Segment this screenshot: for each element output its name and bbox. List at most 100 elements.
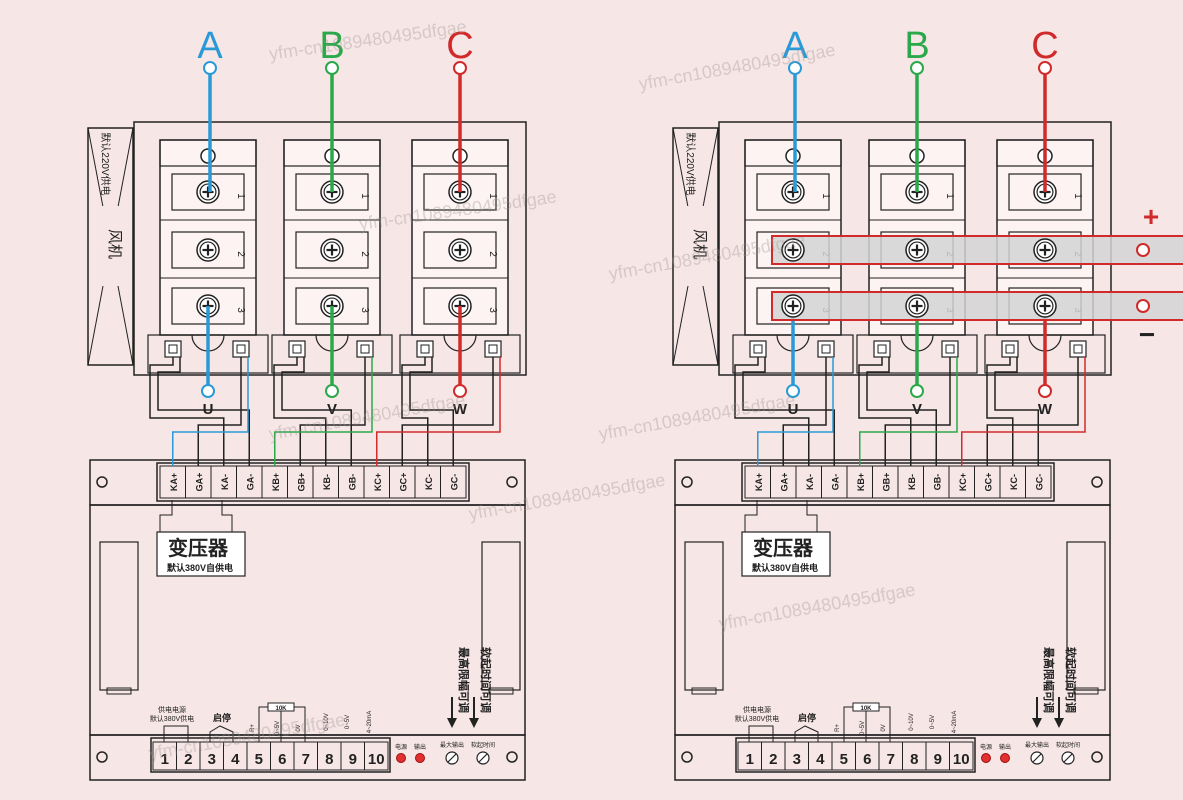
terminal-block (171, 173, 245, 211)
gate-terminal-pin (236, 344, 246, 354)
board-mount-hole-icon (681, 476, 693, 488)
knob-label: 软起时间 (1056, 741, 1080, 749)
input-terminal-icon (203, 61, 217, 75)
board-bottom-rail (89, 734, 526, 781)
gate-terminal-icon (1001, 340, 1019, 358)
gate-terminal-icon (416, 340, 434, 358)
control-terminal-number: 8 (325, 751, 333, 768)
output-terminal-icon (910, 384, 924, 398)
gate-wire (994, 357, 1039, 466)
startstop-switch (794, 725, 819, 742)
signal-label: 4~20mA (952, 711, 958, 734)
control-terminal-number: 6 (863, 751, 871, 768)
status-led-icon (981, 753, 991, 763)
control-terminal-number: 2 (769, 751, 777, 768)
gate-wire-colored (757, 357, 834, 466)
transformer-note: 默认380V自供电 (752, 562, 818, 573)
screw-ring (784, 183, 802, 201)
supply-note: 默认380V供电 (150, 714, 194, 723)
control-terminal-strip (735, 737, 976, 773)
terminal-label: GB- (347, 474, 357, 491)
output-terminal-icon (201, 384, 215, 398)
transformer-note: 默认380V自供电 (167, 562, 233, 573)
phase-wire-right-3: CW (1031, 25, 1058, 418)
screw-ring (1036, 241, 1054, 259)
gate-wire (742, 357, 835, 466)
startstop-label: 启停 (213, 712, 231, 723)
pot-pin-label: 0~5V (860, 721, 866, 735)
mount-hole-icon (785, 148, 801, 164)
terminal-number: 1 (944, 193, 955, 199)
terminal-label: GC+ (983, 473, 993, 492)
screw-ring (199, 241, 217, 259)
adjust-arrow-icon (1054, 718, 1064, 728)
knob-label: 最大输出 (1025, 741, 1049, 749)
heatsink-slot (99, 541, 139, 691)
fan-label: 风机 (106, 229, 123, 259)
potentiometer-label: 10K (275, 706, 287, 712)
heatsink-enclosure (133, 121, 527, 376)
left-panel: 默认220V供电风机123123123AUBVCWKA+GA+KA-GA-KB+… (87, 25, 527, 781)
control-terminal-number: 10 (953, 751, 970, 768)
terminal-number: 3 (359, 307, 370, 313)
thyristor-module-left-1: 123 (147, 139, 269, 374)
phase-label: C (446, 25, 473, 67)
gate-terminal-pin (360, 344, 370, 354)
adjust-arrow-icon (447, 718, 457, 728)
terminal-label: KA+ (754, 473, 764, 491)
transformer-lead (159, 500, 173, 532)
board-mount-hole-icon (1091, 751, 1103, 763)
startstop-switch (209, 725, 234, 742)
gate-terminal-icon (232, 340, 250, 358)
signal-label: 0~10V (324, 713, 330, 731)
terminal-label: GC- (449, 474, 459, 491)
pot-pin-label: 0~5V (275, 721, 281, 735)
gate-wire-colored (859, 357, 958, 466)
gate-wire (401, 357, 494, 466)
adjust-label: 软起时间可调 (1064, 647, 1078, 713)
screw-terminal-icon (320, 238, 344, 262)
gate-terminal-icon (749, 340, 767, 358)
adjust-arrow-icon (469, 718, 479, 728)
board-mount-hole-icon (506, 751, 518, 763)
terminal-label: KA- (805, 474, 815, 490)
pot-lead (294, 706, 306, 742)
signal-label: 0~5V (930, 715, 936, 729)
screw-terminal-icon (1033, 238, 1057, 262)
gate-terminal-pin (420, 344, 430, 354)
control-terminal-number: 3 (208, 751, 216, 768)
fan-voltage-note: 默认220V供电 (99, 132, 112, 195)
supply-note: 默认380V供电 (735, 714, 779, 723)
right-panel: 默认220V供电风机123123123AUBVCW+−KA+GA+KA-GA-K… (672, 25, 1183, 781)
phase-label: C (1031, 25, 1058, 67)
control-terminal-number: 4 (816, 751, 825, 768)
supply-bracket (163, 725, 189, 742)
led-label: 电源 (980, 743, 992, 751)
control-terminal-number: 9 (349, 751, 357, 768)
board-bottom-rail (674, 734, 1111, 781)
terminal-label: KB- (322, 474, 332, 490)
terminal-label: KC- (424, 474, 434, 490)
gate-wire-colored (961, 357, 1086, 466)
pot-lead (879, 706, 891, 742)
knob-pointer (478, 753, 488, 763)
watermark-text: yfm-cn1089480495dfgae (717, 580, 917, 634)
screw-ring (323, 241, 341, 259)
control-terminal-number: 6 (278, 751, 286, 768)
screw-terminal-icon (905, 294, 929, 318)
terminal-label: GB- (932, 474, 942, 491)
status-led-icon (396, 753, 406, 763)
control-terminal (364, 741, 389, 771)
slot-clip (106, 687, 132, 695)
transformer-lead (221, 500, 233, 532)
output-terminal-icon (453, 384, 467, 398)
knob-label: 软起时间 (471, 741, 495, 749)
gate-wire-colored (376, 357, 501, 466)
knob-pointer (1032, 753, 1042, 763)
gate-terminal-pin (488, 344, 498, 354)
terminal-number: 1 (1072, 193, 1083, 199)
transformer-lead (806, 500, 818, 532)
gate-wire (281, 357, 352, 466)
